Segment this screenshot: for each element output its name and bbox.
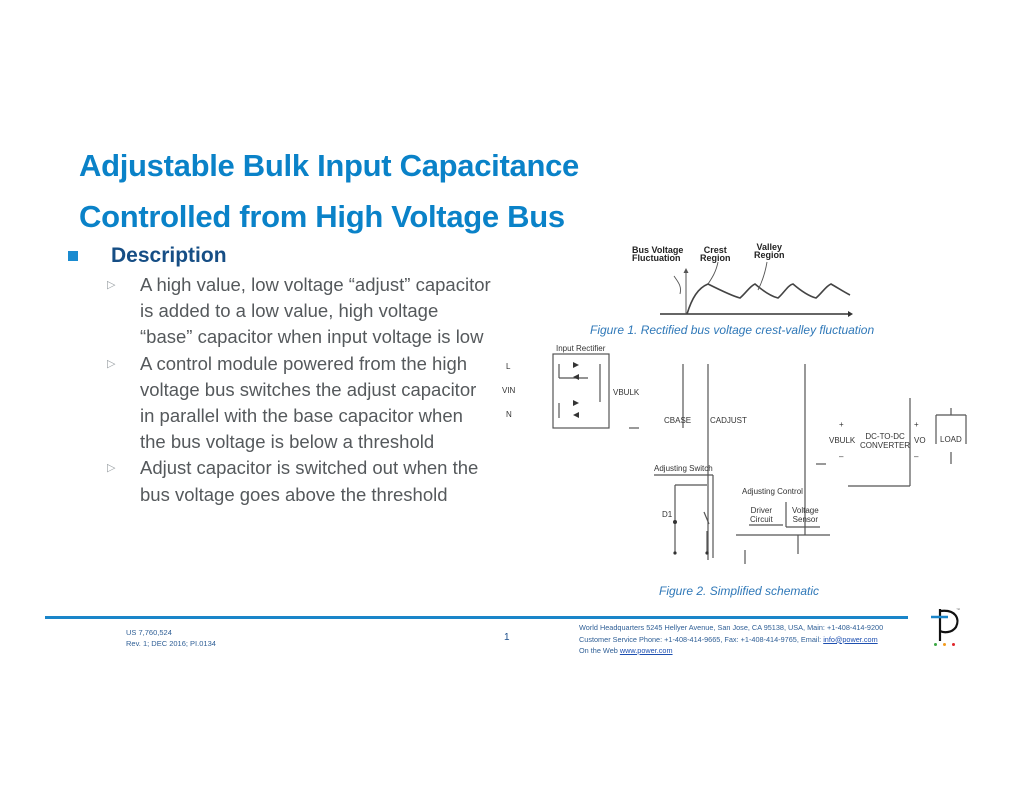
bullet-text: A high value, low voltage “adjust” capac… bbox=[140, 274, 491, 348]
label-driver-circuit: Driver Circuit bbox=[750, 506, 773, 524]
label-neutral: N bbox=[506, 410, 512, 419]
email-link[interactable]: info@power.com bbox=[823, 634, 878, 644]
schematic-diagram bbox=[552, 353, 967, 564]
customer-service: Customer Service Phone: +1-408-414-9665,… bbox=[579, 634, 878, 644]
label-adjusting-switch: Adjusting Switch bbox=[654, 464, 713, 473]
label-minus-1: – bbox=[839, 452, 844, 461]
title-line-1: Adjustable Bulk Input Capacitance bbox=[79, 148, 579, 183]
page-number: 1 bbox=[504, 632, 510, 643]
label-adjusting-control: Adjusting Control bbox=[742, 487, 803, 496]
label-plus-2: + bbox=[914, 420, 919, 429]
label-cbase: CBASE bbox=[664, 416, 692, 425]
label-vo: VO bbox=[914, 436, 926, 445]
triangle-bullet-icon: ▷ bbox=[107, 462, 116, 475]
red-dot-icon bbox=[952, 643, 955, 646]
figure-2-caption: Figure 2. Simplified schematic bbox=[659, 584, 820, 598]
label-line: L bbox=[506, 362, 511, 371]
green-dot-icon bbox=[934, 643, 937, 646]
triangle-bullet-icon: ▷ bbox=[107, 357, 116, 370]
bullet-list: ▷ A high value, low voltage “adjust” cap… bbox=[107, 272, 492, 508]
footer-left: US 7,760,524 Rev. 1; DEC 2016; PI.0134 bbox=[126, 627, 216, 649]
label-vin: VIN bbox=[502, 386, 516, 395]
bullet-text: Adjust capacitor is switched out when th… bbox=[140, 457, 479, 505]
figure-1-waveform: Bus Voltage Fluctuation Crest Region Val… bbox=[620, 238, 860, 324]
label-voltage-sensor: Voltage Sensor bbox=[792, 506, 819, 524]
power-integrations-logo: ™ bbox=[931, 607, 960, 641]
revision-info: Rev. 1; DEC 2016; PI.0134 bbox=[126, 639, 216, 648]
label-minus-2: – bbox=[914, 452, 919, 461]
fig1-label-fluctuation: Bus Voltage Fluctuation bbox=[632, 245, 684, 263]
label-vbulk-right: VBULK bbox=[829, 436, 856, 445]
bullet-item: ▷ A high value, low voltage “adjust” cap… bbox=[107, 272, 492, 351]
svg-text:™: ™ bbox=[956, 607, 960, 612]
bullet-item: ▷ A control module powered from the high… bbox=[107, 351, 492, 456]
patent-number: US 7,760,524 bbox=[126, 628, 172, 637]
fig1-label-valley: Valley Region bbox=[754, 242, 785, 260]
logo-dots bbox=[934, 643, 955, 646]
triangle-bullet-icon: ▷ bbox=[107, 279, 116, 291]
label-input-rectifier: Input Rectifier bbox=[556, 344, 606, 353]
footer-contact: World Headquarters 5245 Hellyer Avenue, … bbox=[579, 622, 883, 657]
title-line-2: Controlled from High Voltage Bus bbox=[79, 199, 565, 234]
hq-address: World Headquarters 5245 Hellyer Avenue, … bbox=[579, 623, 884, 632]
web-line: On the Web www.power.com bbox=[579, 646, 673, 655]
section-heading: Description bbox=[68, 244, 227, 268]
bullet-text: A control module powered from the high v… bbox=[140, 352, 477, 453]
footer-rule bbox=[45, 616, 908, 619]
fig1-label-crest: Crest Region bbox=[700, 245, 731, 263]
label-vbulk-left: VBULK bbox=[613, 388, 640, 397]
figure-2-schematic: Input Rectifier L VIN N VBULK CBASE CADJ… bbox=[496, 340, 976, 580]
label-converter: DC-TO-DC CONVERTER bbox=[860, 432, 911, 450]
orange-dot-icon bbox=[943, 643, 946, 646]
website-link[interactable]: www.power.com bbox=[619, 646, 673, 655]
slide-title: Adjustable Bulk Input Capacitance Contro… bbox=[79, 140, 719, 242]
label-d1: D1 bbox=[662, 510, 673, 519]
section-label: Description bbox=[111, 244, 227, 267]
label-plus-1: + bbox=[839, 420, 844, 429]
label-load: LOAD bbox=[940, 435, 962, 444]
waveform-diagram bbox=[660, 261, 853, 317]
square-bullet-icon bbox=[68, 251, 78, 261]
label-cadjust: CADJUST bbox=[710, 416, 747, 425]
figure-1-caption: Figure 1. Rectified bus voltage crest-va… bbox=[590, 323, 875, 337]
bullet-item: ▷ Adjust capacitor is switched out when … bbox=[107, 455, 492, 507]
